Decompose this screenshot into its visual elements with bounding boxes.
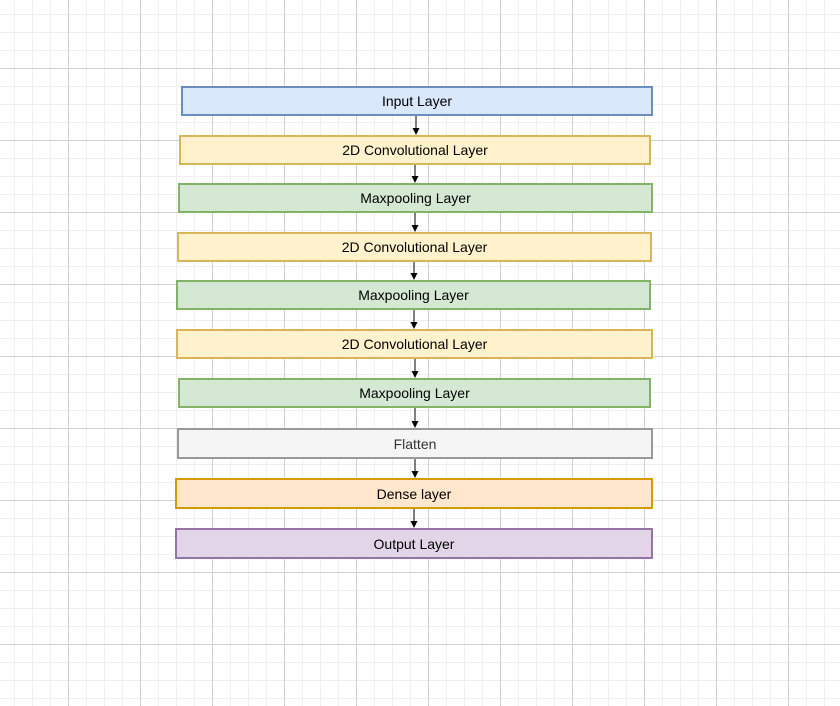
arrow-edge-1	[412, 116, 420, 135]
node-output-layer[interactable]: Output Layer	[175, 528, 653, 559]
node-label: Maxpooling Layer	[360, 190, 471, 206]
node-label: Maxpooling Layer	[358, 287, 469, 303]
node-conv2d-layer-1[interactable]: 2D Convolutional Layer	[179, 135, 651, 165]
node-label: Output Layer	[373, 535, 455, 552]
arrow-edge-8	[411, 459, 419, 478]
node-label: Flatten	[393, 435, 437, 452]
node-label: Dense layer	[376, 485, 452, 502]
arrow-edge-7	[411, 408, 419, 428]
node-dense-layer[interactable]: Dense layer	[175, 478, 653, 509]
node-flatten[interactable]: Flatten	[177, 428, 653, 459]
node-label: 2D Convolutional Layer	[341, 239, 488, 255]
node-label: 2D Convolutional Layer	[341, 336, 488, 352]
arrow-edge-2	[411, 165, 419, 183]
arrow-edge-9	[410, 509, 418, 528]
node-conv2d-layer-2[interactable]: 2D Convolutional Layer	[177, 232, 652, 262]
arrow-edge-3	[411, 213, 419, 232]
node-conv2d-layer-3[interactable]: 2D Convolutional Layer	[176, 329, 653, 359]
node-maxpooling-layer-3[interactable]: Maxpooling Layer	[178, 378, 651, 408]
node-maxpooling-layer-2[interactable]: Maxpooling Layer	[176, 280, 651, 310]
arrow-edge-6	[411, 359, 419, 378]
node-input-layer[interactable]: Input Layer	[181, 86, 653, 116]
node-label: Maxpooling Layer	[359, 385, 470, 401]
node-maxpooling-layer-1[interactable]: Maxpooling Layer	[178, 183, 653, 213]
arrow-edge-5	[410, 310, 418, 329]
node-label: Input Layer	[381, 93, 453, 109]
node-label: 2D Convolutional Layer	[342, 142, 488, 158]
arrow-edge-4	[410, 262, 418, 280]
